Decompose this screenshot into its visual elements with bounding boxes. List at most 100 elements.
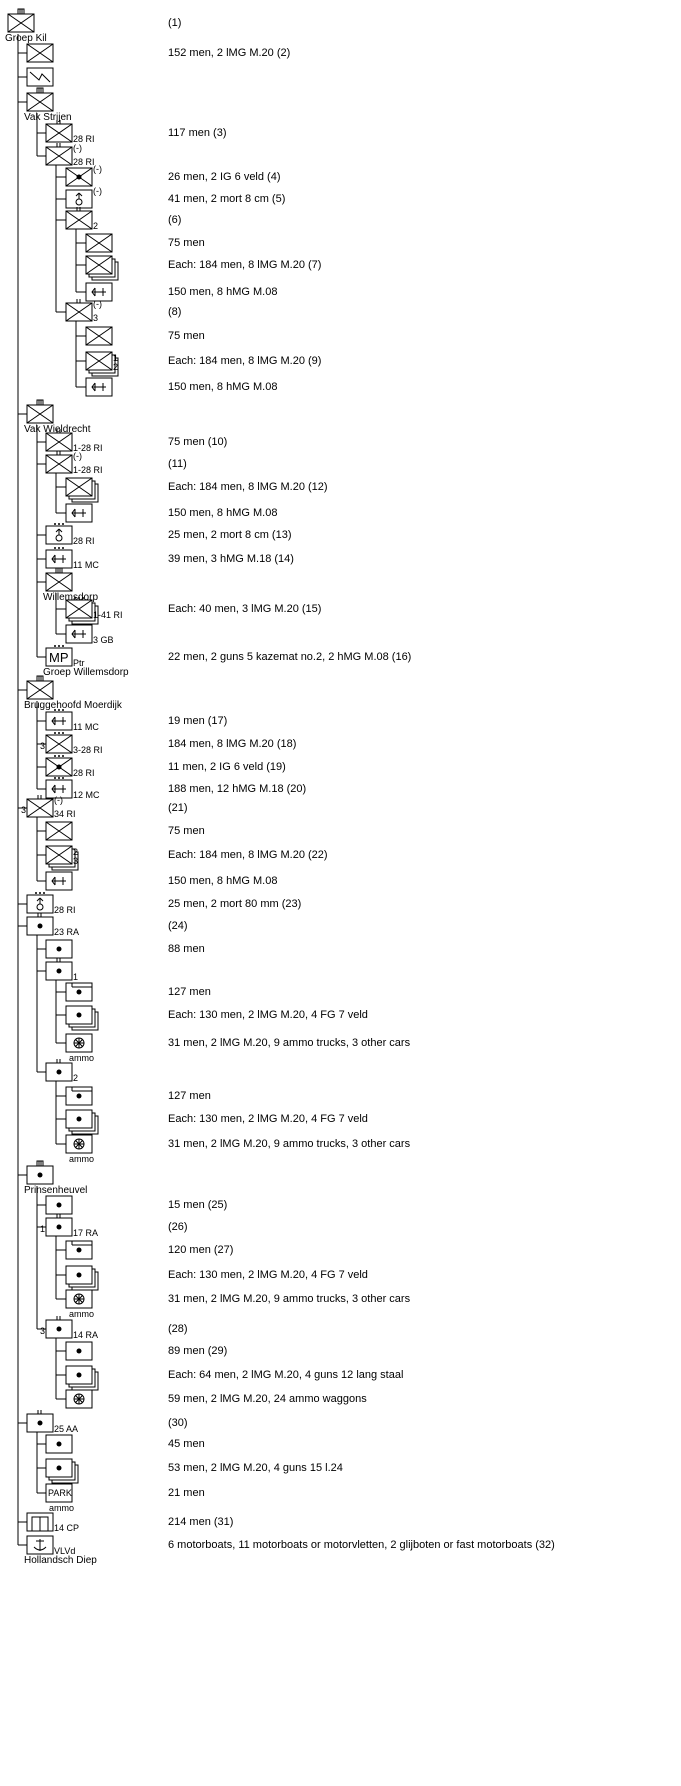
unit-description: Each: 184 men, 8 lMG M.20 (9)	[168, 355, 322, 367]
unit-symbol-art	[65, 982, 93, 1002]
unit-symbol-inf: (-) 28 RI	[45, 143, 95, 167]
unit-tag: 3	[73, 856, 78, 866]
unit-symbol-art	[65, 1005, 99, 1031]
unit-description: 53 men, 2 lMG M.20, 4 guns 15 l.24	[168, 1462, 343, 1474]
unit-symbol-inf: Bruggehoofd Moerdijk	[24, 675, 123, 711]
unit-symbol-inf: 3-28 RI3	[40, 732, 103, 755]
unit-description: 31 men, 2 lMG M.20, 9 ammo trucks, 3 oth…	[168, 1293, 411, 1305]
unit-description: 21 men	[168, 1487, 205, 1499]
unit-description: 117 men (3)	[168, 127, 227, 139]
unit-description: 184 men, 8 lMG M.20 (18)	[168, 738, 297, 750]
unit-tag: 2	[113, 362, 118, 372]
unit-symbol-art: 2	[45, 1059, 78, 1083]
unit-description: 45 men	[168, 1438, 205, 1450]
unit-symbol-art: 17 RA1	[40, 1214, 98, 1238]
unit-symbol-mg	[85, 282, 113, 302]
unit-description: (26)	[168, 1221, 188, 1233]
unit-label: Hollandsch Diep	[24, 1555, 97, 1566]
unit-description: 75 men	[168, 825, 205, 837]
unit-description: Each: 184 men, 8 lMG M.20 (22)	[168, 849, 328, 861]
unit-symbol-art	[45, 939, 73, 959]
unit-description: 75 men	[168, 330, 205, 342]
unit-description: 127 men	[168, 1090, 211, 1102]
unit-symbol-ig: 28 RI	[45, 755, 95, 778]
unit-modifier: (-)	[93, 299, 102, 309]
unit-symbol-inf: (-)1-28 RI	[45, 451, 103, 475]
unit-label: Prinsenheuvel	[24, 1185, 87, 1196]
unit-tag: 1-41 RI	[93, 610, 123, 620]
unit-symbol-inf	[45, 821, 73, 841]
unit-tag: 28 RI	[73, 157, 95, 167]
unit-label: ammo	[69, 1309, 94, 1319]
unit-description: 120 men (27)	[168, 1244, 234, 1256]
unit-description: (28)	[168, 1323, 188, 1335]
unit-tag: 3 GB	[93, 635, 114, 645]
unit-tag: 11 MC	[73, 722, 99, 732]
unit-tag: 14 CP	[54, 1523, 79, 1533]
unit-symbol-art: 1	[45, 958, 78, 982]
unit-modifier: (-)	[93, 164, 102, 174]
unit-symbol-mg	[65, 503, 93, 523]
unit-tag: 28 RI	[73, 134, 95, 144]
unit-tag: 1-28 RI	[73, 443, 103, 453]
unit-description: 214 men (31)	[168, 1516, 234, 1528]
unit-tag: 28 RI	[54, 905, 76, 915]
unit-description: 6 motorboats, 11 motorboats or motorvlet…	[168, 1539, 555, 1551]
unit-description: Each: 130 men, 2 lMG M.20, 4 FG 7 veld	[168, 1113, 368, 1125]
unit-symbol-inf: 1-28 RI	[45, 429, 103, 453]
unit-description: 19 men (17)	[168, 715, 228, 727]
unit-description: Each: 130 men, 2 lMG M.20, 4 FG 7 veld	[168, 1009, 368, 1021]
unit-symbol-mort: (-)	[65, 186, 102, 209]
unit-symbol-art	[45, 1195, 73, 1215]
unit-symbol-cp: 14 CP	[26, 1512, 79, 1533]
unit-label: Willemsdorp	[43, 592, 98, 603]
unit-description: 15 men (25)	[168, 1199, 228, 1211]
unit-tag: 28 RI	[73, 536, 95, 546]
unit-symbol-ammo: ammo	[65, 1289, 94, 1319]
unit-tag: 1	[73, 972, 78, 982]
unit-description: Each: 130 men, 2 lMG M.20, 4 FG 7 veld	[168, 1269, 368, 1281]
unit-symbol-inf: 2	[65, 207, 98, 231]
unit-symbol-art	[65, 1240, 93, 1260]
unit-tag: 28 RI	[73, 768, 95, 778]
unit-label: ammo	[69, 1053, 94, 1063]
unit-symbol-art	[45, 1458, 79, 1484]
unit-tag: 1	[113, 353, 118, 363]
unit-modifier: (-)	[93, 186, 102, 196]
unit-symbol-inf: Willemsdorp	[43, 567, 98, 603]
unit-symbol-mg: 11 MC	[45, 709, 99, 732]
unit-symbol-inf: Vak Strijen	[24, 87, 72, 123]
unit-tag: 2	[73, 1073, 78, 1083]
unit-description: (6)	[168, 214, 182, 226]
unit-description: Each: 64 men, 2 lMG M.20, 4 guns 12 lang…	[168, 1369, 404, 1381]
unit-symbol-inf: (-)34 RI3	[21, 795, 76, 819]
unit-description: 188 men, 12 hMG M.18 (20)	[168, 783, 307, 795]
unit-label: Vak Strijen	[24, 112, 72, 123]
unit-symbol-mg	[85, 377, 113, 397]
unit-description: (8)	[168, 306, 182, 318]
unit-description: 26 men, 2 IG 6 veld (4)	[168, 171, 281, 183]
unit-modifier: (-)	[73, 143, 82, 153]
unit-tag: 1-28 RI	[73, 465, 103, 475]
unit-description: (11)	[168, 458, 187, 470]
mp-symbol-text: MP	[49, 650, 69, 665]
unit-symbol-art	[65, 1086, 93, 1106]
unit-tag: 2	[73, 847, 78, 857]
unit-description: (30)	[168, 1417, 188, 1429]
unit-prefix: 3	[40, 741, 45, 751]
park-symbol-text: PARK	[48, 1488, 72, 1498]
unit-description: 150 men, 8 hMG M.08	[168, 507, 278, 519]
unit-symbol-art: 14 RA3	[40, 1316, 98, 1340]
unit-symbol-inf: 12	[85, 351, 119, 377]
unit-description: 41 men, 2 mort 8 cm (5)	[168, 193, 286, 205]
unit-description: Each: 40 men, 3 lMG M.20 (15)	[168, 603, 322, 615]
unit-description: 11 men, 2 IG 6 veld (19)	[168, 761, 286, 773]
unit-symbol-inf: 23	[45, 845, 79, 871]
unit-tag: VLVd	[54, 1546, 75, 1556]
unit-tag: 3	[93, 313, 98, 323]
unit-description: 127 men	[168, 986, 211, 998]
unit-description: 150 men, 8 hMG M.08	[168, 875, 278, 887]
unit-symbol-mg: 12 MC	[45, 777, 100, 800]
